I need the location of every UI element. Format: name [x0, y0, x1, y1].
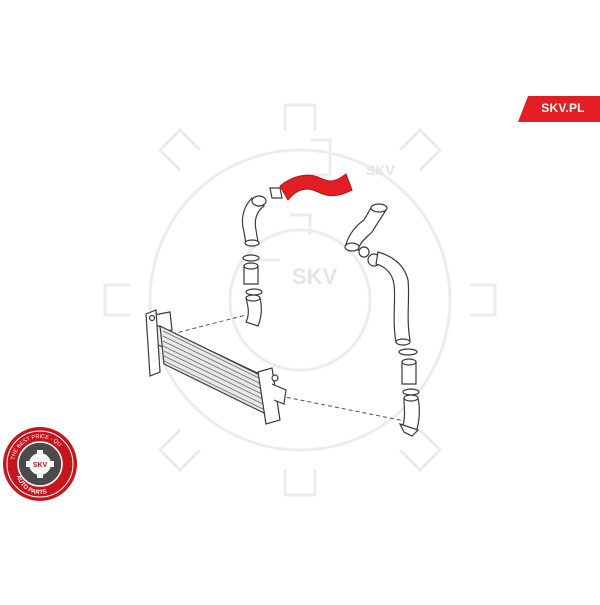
gear-watermark-icon: [103, 103, 497, 497]
brand-badge-shape: [518, 96, 600, 122]
clamp-icon: [242, 254, 260, 262]
brand-badge[interactable]: SKV.PL: [518, 96, 600, 122]
clamp-icon: [269, 187, 283, 199]
clamp-icon: [402, 388, 420, 396]
watermark-text-2: SKV: [292, 264, 338, 289]
hose-icon: [375, 251, 411, 343]
clamp-icon: [358, 246, 370, 258]
left-hose-group: [241, 187, 283, 327]
right-hose-group: [344, 203, 420, 437]
brand-label: SKV.PL: [541, 101, 585, 115]
seal-center-text: SKV: [33, 462, 48, 469]
highlighted-hose-icon: [279, 173, 353, 201]
watermark-text-1: SKV: [366, 162, 395, 178]
connection-lines: [171, 314, 406, 422]
hose-icon: [345, 205, 387, 251]
quality-seal-icon: SKV THE BEST PRICE - QU AUTO PARTS: [3, 427, 77, 501]
intercooler-icon: [145, 309, 287, 425]
clamp-icon: [398, 348, 418, 356]
hose-icon: [245, 297, 262, 327]
clamp-icon: [245, 288, 263, 296]
